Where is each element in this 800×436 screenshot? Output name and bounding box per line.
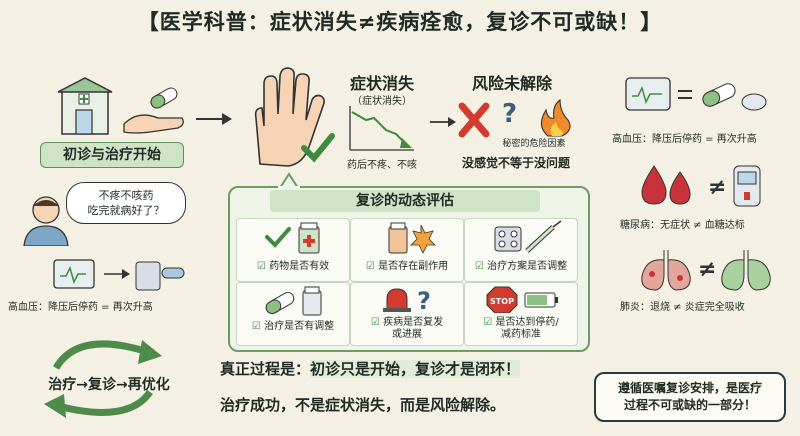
drug-effect-icons [265, 222, 320, 254]
medicine-bottle-icon [302, 286, 322, 316]
medicine-bottle-icon [298, 222, 320, 254]
tablet-icon [741, 93, 767, 111]
check-icon [301, 133, 335, 163]
page-title: 【医学科普：症状消失≠疾病痊愈，复诊不可或缺！】 [137, 10, 663, 34]
treatment-cycle-arrows [44, 340, 162, 418]
hand-icon [254, 67, 325, 167]
pill-pack-icon [494, 226, 522, 252]
healthy-lungs-icon [721, 250, 771, 291]
process-statement-body: 初诊只是开始，复诊才是闭环！ [310, 360, 521, 378]
blood-drop-icon [641, 165, 691, 205]
capsule-icon [265, 292, 295, 314]
arrow-right-icon [104, 269, 130, 279]
battery-icon [524, 292, 558, 308]
clinic-illustration [58, 77, 184, 135]
glucose-meter-icon [733, 165, 761, 207]
eval-label: ☑ 是否达到停药/ 减药标准 [483, 317, 559, 340]
not-equal-icon: ≠ [698, 257, 716, 282]
follow-up-advice-note: 遵循医嘱复诊安排，是医疗 过程不可或缺的一部分！ [594, 372, 786, 422]
eval-cell-side-effects: ☑ 是否存在副作用 [350, 218, 464, 282]
pneumonia-illustration: ≠ [641, 250, 771, 291]
hidden-risk-label: 秘密的危险因素 [502, 139, 566, 149]
bubble-line-2: 吃完就病好了？ [87, 204, 165, 217]
eval-label: ☑ 疾病是否复发 或进展 [370, 317, 444, 340]
right-bp-caption: 高血压：降压后停药 = 再次升高 [612, 134, 757, 145]
inflamed-lungs-icon [641, 250, 691, 291]
process-statement-prefix: 真正过程是： [220, 360, 311, 378]
cycle-label: 治疗→复诊→再优化 [48, 377, 170, 393]
svg-text:?: ? [502, 99, 517, 129]
risk-caption: 没感觉不等于没问题 [461, 156, 570, 170]
question-mark-icon: ? [502, 99, 517, 129]
diabetes-illustration: ≠ [641, 165, 761, 207]
eval-label: ☑ 是否存在副作用 [365, 261, 449, 272]
clinic-icon [58, 77, 113, 135]
diabetes-caption: 糖尿病：无症状 ≠ 血糖达标 [620, 220, 745, 231]
bubble-line-1: 不疼不咳药 [98, 189, 154, 202]
symptoms-subtitle: （症状消失） [352, 96, 412, 107]
eval-label: ☑ 治疗是否有调整 [251, 321, 335, 332]
risk-icons: ? [458, 98, 571, 138]
stop-sign-icon: STOP [486, 286, 518, 314]
medicine-bottle-icon [388, 222, 408, 254]
fire-icon [540, 98, 571, 137]
eval-label-text: 是否达到停药/ 减药标准 [495, 317, 559, 340]
relapse-icons: ? [383, 287, 431, 315]
evaluation-title: 复诊的动态评估 [270, 190, 540, 212]
hand-with-pill-icon [123, 87, 184, 134]
bp-monitor-icon [625, 77, 671, 111]
side-effect-icons [388, 222, 436, 254]
process-statement: 真正过程是：初诊只是开始，复诊才是闭环！ [220, 358, 600, 379]
syringe-icon [525, 220, 562, 253]
note-line-2: 过程不可或缺的一部分！ [623, 398, 756, 412]
risk-title: 风险未解除 [471, 74, 552, 93]
patient-question-bubble: 不疼不咳药 吃完就病好了？ [66, 182, 186, 224]
capsule-icon [702, 83, 736, 107]
eval-label: ☑ 治疗方案是否调整 [474, 261, 568, 272]
question-mark-icon: ? [417, 287, 431, 315]
bp-monitor-to-pills [53, 259, 185, 291]
eval-cell-stop-criteria: STOP ☑ 是否达到停药/ 减药标准 [464, 282, 578, 346]
treatment-adjust-icons [265, 286, 322, 316]
alarm-light-icon [383, 288, 411, 312]
red-cross-icon [458, 102, 490, 138]
right-bp-illustration [625, 77, 767, 111]
eval-label-text: 治疗方案是否调整 [487, 261, 568, 272]
declining-trend-chart [349, 106, 414, 151]
check-icon [265, 227, 291, 248]
eval-label-text: 药物是否有效 [269, 261, 330, 272]
left-bp-caption: 高血压：降压后停药 = 再次升高 [8, 302, 153, 313]
eval-label: ☑ 药物是否有效 [256, 261, 330, 272]
pill-box-icon [135, 261, 185, 291]
eval-cell-relapse: ? ☑ 疾病是否复发 或进展 [350, 282, 464, 346]
hand-check-illustration [254, 67, 335, 167]
eval-cell-drug-effect: ☑ 药物是否有效 [236, 218, 350, 282]
plan-adjust-icons [494, 220, 562, 253]
svg-text:≠: ≠ [698, 257, 716, 282]
stop-criteria-icons: STOP [486, 286, 558, 314]
eval-label-text: 治疗是否有调整 [264, 321, 335, 332]
not-equal-icon: ≠ [708, 175, 726, 200]
equals-icon [678, 90, 692, 99]
bp-monitor-icon [53, 259, 95, 289]
eval-cell-treatment-adjust: ☑ 治疗是否有调整 [236, 282, 350, 346]
success-statement: 治疗成功，不是症状消失，而是风险解除。 [220, 396, 506, 414]
note-line-1: 遵循医嘱复诊安排，是医疗 [617, 381, 762, 395]
svg-text:?: ? [417, 287, 431, 313]
eval-label-text: 疾病是否复发 或进展 [383, 317, 444, 340]
warning-burst-icon [410, 224, 436, 254]
initial-treatment-banner: 初诊与治疗开始 [40, 142, 184, 168]
svg-text:≠: ≠ [708, 175, 726, 200]
symptoms-title: 症状消失 [349, 74, 414, 93]
pneumonia-caption: 肺炎：退烧 ≠ 炎症完全吸收 [620, 302, 745, 313]
symptoms-caption: 药后不疼、不咳 [347, 160, 417, 171]
patient-icon [23, 196, 69, 246]
stop-text: STOP [490, 297, 514, 306]
arrow-right-icon [430, 117, 456, 127]
panel-pointer [278, 172, 300, 190]
arrow-right-icon [196, 113, 232, 125]
eval-cell-plan-adjust: ☑ 治疗方案是否调整 [464, 218, 578, 282]
eval-label-text: 是否存在副作用 [378, 261, 449, 272]
